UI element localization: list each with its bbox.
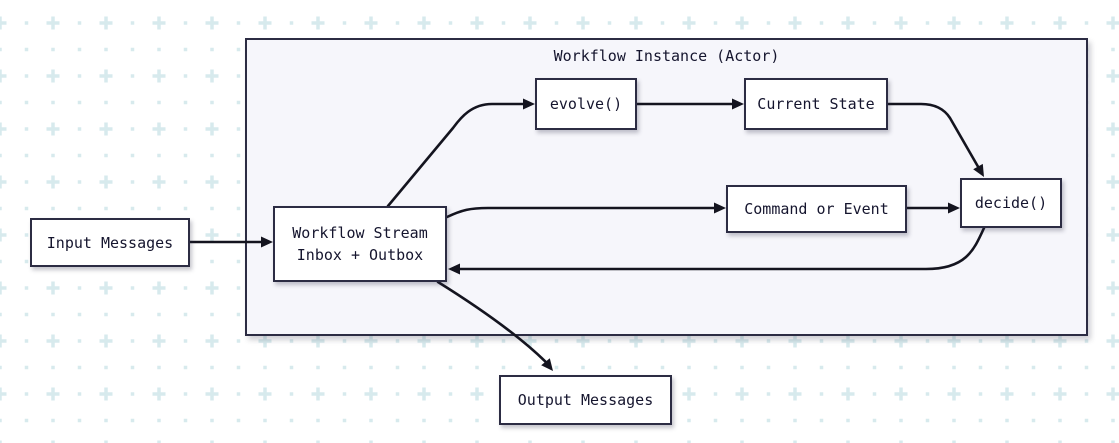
node-input-messages-label: Input Messages	[46, 233, 174, 252]
container-title: Workflow Instance (Actor)	[553, 47, 780, 65]
node-decide: decide()	[960, 178, 1062, 228]
node-workflow-stream-label-line2: Inbox + Outbox	[296, 246, 424, 264]
node-input-messages: Input Messages	[30, 218, 190, 267]
node-current-state-label: Current State	[757, 95, 875, 113]
node-command-or-event-label: Command or Event	[744, 200, 889, 218]
workflow-instance-container: Workflow Instance (Actor)	[245, 38, 1088, 336]
node-output-messages: Output Messages	[499, 375, 672, 425]
node-current-state: Current State	[744, 78, 888, 130]
node-workflow-stream-label-line1: Workflow Stream	[292, 224, 428, 242]
node-command-or-event: Command or Event	[726, 185, 907, 233]
node-decide-label: decide()	[974, 194, 1048, 212]
node-evolve-label: evolve()	[549, 95, 623, 113]
node-output-messages-label: Output Messages	[517, 391, 654, 409]
node-workflow-stream: Workflow Stream Inbox + Outbox	[273, 206, 447, 282]
node-evolve: evolve()	[535, 78, 637, 130]
